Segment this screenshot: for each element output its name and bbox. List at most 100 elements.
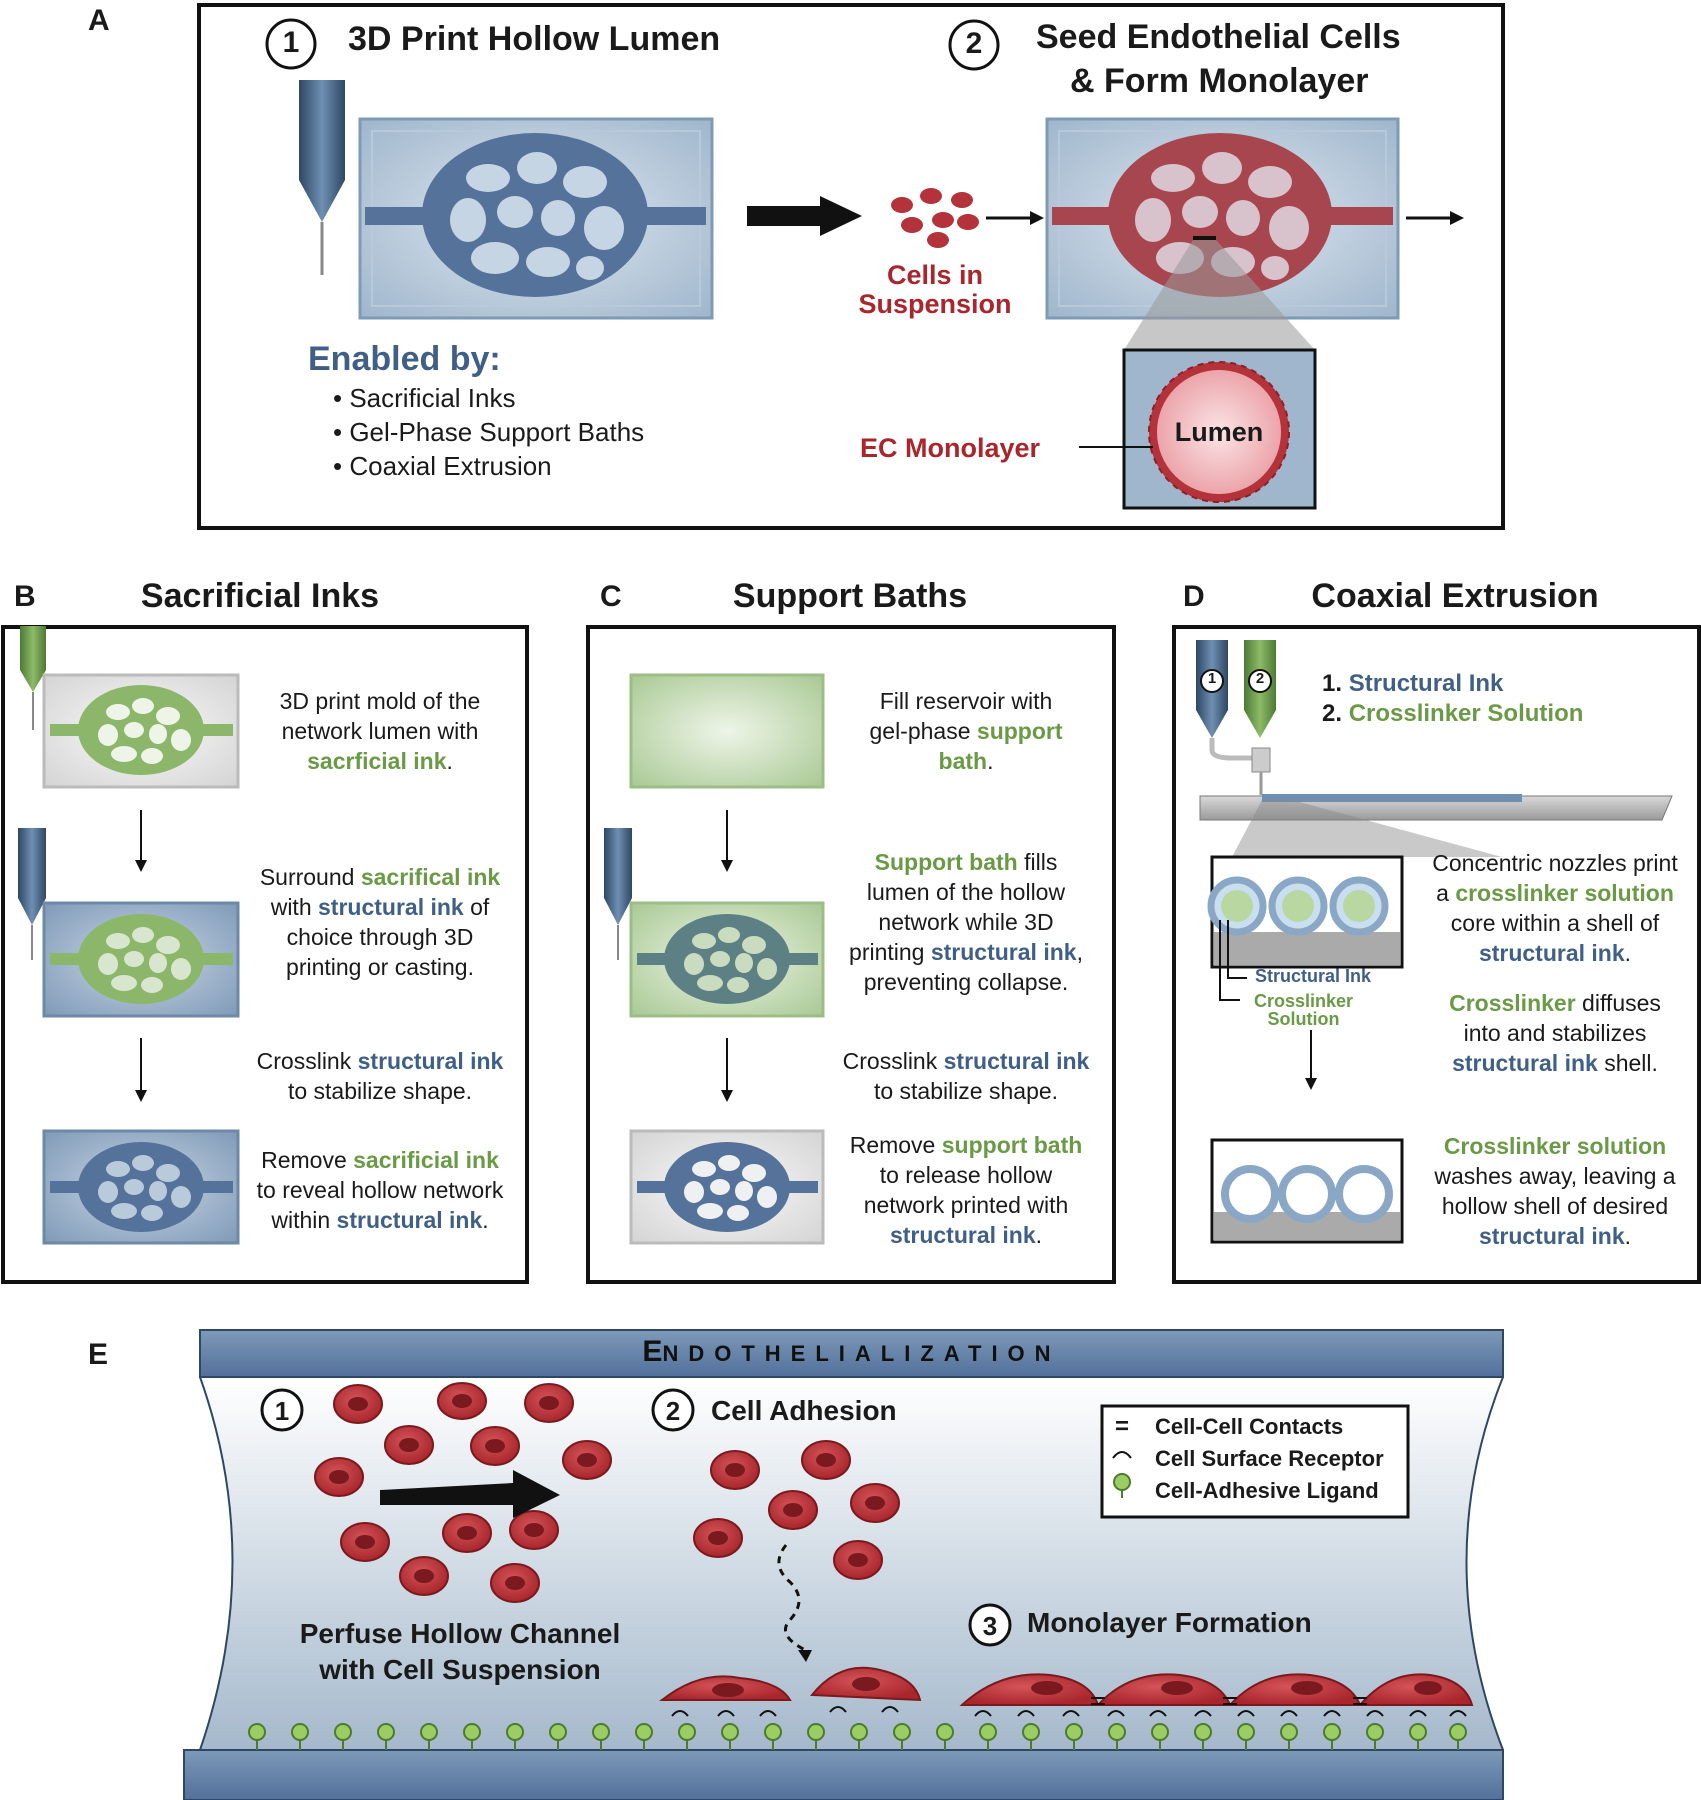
c-s2-f: structural ink	[930, 939, 1077, 965]
nozzle-icon	[299, 80, 345, 275]
b-step2-text: Surround sacrifical ink with structural …	[240, 862, 520, 982]
b-s1-c: sacrficial ink	[307, 748, 447, 774]
b-s4-e: structural ink	[336, 1207, 483, 1233]
d-s2-c: into and stabilizes	[1463, 1020, 1647, 1046]
d-legend-1: 1. Structural Ink	[1322, 670, 1503, 698]
b-s3-a: Crosslink	[256, 1048, 358, 1074]
panel-a-letter: A	[88, 4, 110, 37]
legend-receptor-label: Cell Surface Receptor	[1155, 1446, 1384, 1471]
reservoir-b1	[42, 673, 240, 789]
c-s4-b: support bath	[941, 1132, 1083, 1158]
lumen-zoom-inset	[1122, 348, 1317, 510]
b-s1-b: network lumen with	[281, 718, 479, 744]
receptors-row	[671, 1706, 1467, 1717]
c-s1-c: support	[976, 718, 1063, 744]
suspended-cells-group-2	[693, 1440, 900, 1580]
c-s1-b: gel-phase	[869, 718, 977, 744]
reservoir-blue-network	[358, 117, 714, 320]
reservoir-b3	[42, 1129, 240, 1245]
c-s2-e: printing	[849, 939, 931, 965]
c-s1-a: Fill reservoir with	[879, 688, 1053, 714]
c-step3-text: Crosslink structural ink to stabilize sh…	[826, 1046, 1106, 1106]
c-s2-a: Support bath	[874, 849, 1018, 875]
e-step1-line2: with Cell Suspension	[319, 1654, 601, 1685]
legend-contacts-symbol: =	[1115, 1413, 1130, 1440]
adhered-nuclei	[712, 1677, 1442, 1697]
green-nozzle-icon	[20, 626, 46, 730]
d-s2-d: structural ink	[1452, 1050, 1598, 1076]
d-callout-cross: Crosslinker Solution	[1254, 992, 1353, 1028]
e-step1-line1: Perfuse Hollow Channel	[299, 1618, 621, 1649]
e-step2-title: Cell Adhesion	[711, 1395, 897, 1426]
c-s4-a: Remove	[849, 1132, 942, 1158]
b-s4-a: Remove	[261, 1147, 354, 1173]
e-step3-title: Monolayer Formation	[1027, 1607, 1312, 1638]
d-callout-cross-2: Solution	[1267, 1009, 1340, 1029]
reservoir-c2	[629, 901, 825, 1018]
e-step1-caption: Perfuse Hollow Channel with Cell Suspens…	[270, 1616, 650, 1688]
top-wall	[199, 1329, 1504, 1378]
step1-title: 3D Print Hollow Lumen	[348, 20, 721, 58]
cell-contacts	[1091, 1697, 1367, 1705]
bottom-wall	[183, 1749, 1504, 1800]
lumen-label: Lumen	[1174, 417, 1264, 447]
d-s1-c: crosslinker solution	[1455, 880, 1674, 906]
blue-nozzle-icon-c	[604, 828, 632, 960]
blue-nozzle-icon-b	[18, 828, 46, 960]
ligands-row	[248, 1723, 1467, 1750]
c-s2-c: lumen of the hollow	[866, 879, 1066, 905]
legend-contacts-label: Cell-Cell Contacts	[1155, 1414, 1344, 1439]
banner-rest: NDOTHELIALIZATION	[662, 1341, 1061, 1366]
b-s2-g: printing or casting.	[286, 954, 474, 980]
panel-e-legend-box	[1100, 1404, 1410, 1519]
banner-first-letter: E	[642, 1335, 663, 1368]
step1-number: 1	[282, 26, 300, 59]
d-s3-a: Crosslinker solution	[1443, 1133, 1667, 1159]
b-s4-c: to reveal hollow network	[256, 1177, 504, 1203]
ec-monolayer-label: EC Monolayer	[860, 433, 1041, 463]
enabled-item-2: • Gel-Phase Support Baths	[333, 417, 645, 447]
b-s4-d: within	[271, 1207, 337, 1233]
d-legend-2-text: Crosslinker Solution	[1348, 700, 1584, 727]
b-step4-text: Remove sacrificial ink to reveal hollow …	[240, 1145, 520, 1235]
panel-d-title: Coaxial Extrusion	[1311, 577, 1599, 615]
d-legend-2: 2. Crosslinker Solution	[1322, 700, 1583, 728]
c-s1-d: bath	[938, 748, 988, 774]
c-s2-b: fills	[1017, 849, 1058, 875]
panel-b-title: Sacrificial Inks	[140, 577, 380, 615]
step2-number-circle	[948, 19, 1000, 71]
d-s3-e: .	[1624, 1223, 1632, 1249]
c-s3-a: Crosslink	[842, 1048, 944, 1074]
enabled-item-2-text: Gel-Phase Support Baths	[349, 417, 645, 447]
exit-arrow-head-icon	[1450, 211, 1464, 225]
b-s2-d: structural ink	[318, 894, 464, 920]
d-s1-e: structural ink	[1478, 940, 1625, 966]
d-s1-a: Concentric nozzles print	[1432, 850, 1678, 876]
flow-arrow-icon	[380, 1470, 560, 1518]
d-s2-a: Crosslinker	[1449, 990, 1576, 1016]
b-step3-text: Crosslink structural ink to stabilize sh…	[240, 1046, 520, 1106]
c-step1-text: Fill reservoir with gel-phase support ba…	[826, 686, 1106, 776]
e-step3-number: 3	[982, 1611, 998, 1641]
c-s4-f: .	[1035, 1222, 1043, 1248]
b-s2-a: Surround	[259, 864, 361, 890]
panel-b-letter: B	[14, 580, 36, 613]
b-s1-a: 3D print mold of the	[279, 688, 481, 714]
panel-e-letter: E	[88, 1338, 109, 1371]
d-step3-text: Crosslinker solution washes away, leavin…	[1415, 1131, 1695, 1251]
c-s1-e: .	[987, 748, 994, 774]
d-s3-d: structural ink	[1478, 1223, 1625, 1249]
e-step1-number: 1	[274, 1396, 290, 1426]
c-s4-c: to release hollow	[879, 1162, 1053, 1188]
d-s1-f: .	[1624, 940, 1632, 966]
d-s1-d: core within a shell of	[1450, 910, 1660, 936]
reservoir-b2	[42, 901, 240, 1018]
d-s2-e: shell.	[1597, 1050, 1658, 1076]
hollow-shell-result	[1210, 1138, 1404, 1244]
d-s1-b: a	[1436, 880, 1456, 906]
d-legend-2-num: 2.	[1322, 700, 1349, 727]
nozzle-1-icon	[1196, 640, 1228, 738]
c-s3-b: structural ink	[943, 1048, 1090, 1074]
d-step2-text: Crosslinker diffuses into and stabilizes…	[1415, 988, 1695, 1078]
c-s4-e: structural ink	[889, 1222, 1036, 1248]
